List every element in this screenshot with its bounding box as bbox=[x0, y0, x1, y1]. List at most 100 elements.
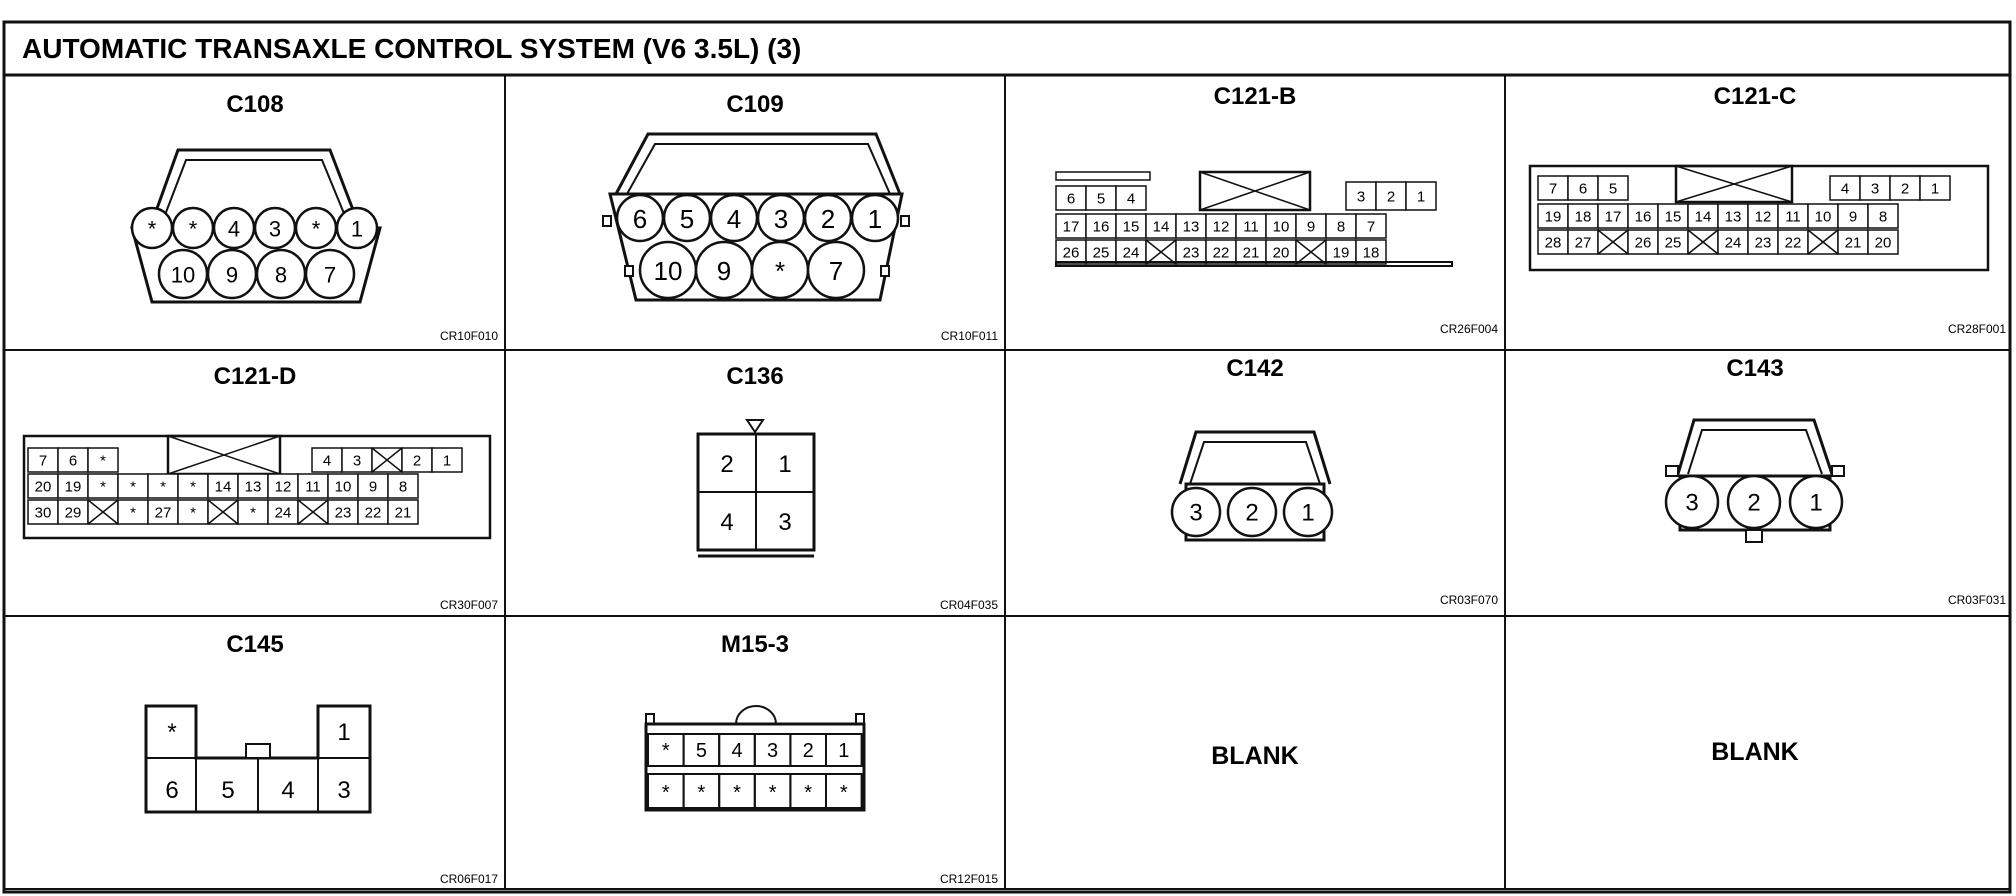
pin-label: 10 bbox=[654, 256, 683, 286]
pin-cavity bbox=[1115, 185, 1147, 211]
pin-cavity bbox=[1664, 474, 1720, 530]
pin-label: 22 bbox=[1213, 245, 1230, 262]
pin-label: 4 bbox=[727, 204, 741, 234]
pin-label: 29 bbox=[65, 505, 82, 522]
connector-title: C121-B bbox=[1214, 83, 1297, 110]
blocked-cavity-mark bbox=[207, 499, 239, 525]
pin-label: 15 bbox=[1665, 209, 1682, 226]
pin-label: 16 bbox=[1093, 219, 1110, 236]
pin-label: 18 bbox=[1575, 209, 1592, 226]
pin-label: 6 bbox=[1067, 191, 1075, 208]
latch-tab-left bbox=[602, 215, 612, 227]
page-title: AUTOMATIC TRANSAXLE CONTROL SYSTEM (V6 3… bbox=[22, 33, 801, 64]
pin-label: * bbox=[100, 453, 106, 470]
pin-cavity bbox=[57, 473, 89, 499]
pin-label: * bbox=[662, 740, 670, 762]
figure-code: CR03F031 bbox=[1948, 593, 2006, 607]
pin-cavity bbox=[1919, 175, 1951, 201]
pin-cavity bbox=[1627, 203, 1659, 229]
pin-label: 13 bbox=[1725, 209, 1742, 226]
connector-c145: C145 * 1 6 5 4 3 CR06F017 bbox=[144, 631, 498, 886]
pin-label: 11 bbox=[1243, 219, 1259, 236]
pin-label: 22 bbox=[365, 505, 382, 522]
pin-label: 9 bbox=[369, 479, 377, 496]
housing-base bbox=[1055, 261, 1453, 267]
pin-cavity bbox=[1597, 203, 1629, 229]
pin-cavity bbox=[1726, 474, 1782, 530]
pin-cavity bbox=[1115, 213, 1147, 239]
connector-title: C121-D bbox=[214, 363, 297, 390]
pin-label: 19 bbox=[1545, 209, 1562, 226]
pin-label: 14 bbox=[1153, 219, 1170, 236]
pin-label: 23 bbox=[1183, 245, 1200, 262]
pin-label: 20 bbox=[1875, 235, 1892, 252]
blocked-cavity-mark bbox=[1295, 239, 1327, 265]
pin-label: 2 bbox=[1245, 500, 1258, 527]
pin-cavity bbox=[57, 447, 89, 473]
pin-label: 5 bbox=[221, 777, 234, 804]
pin-label: * bbox=[100, 479, 106, 496]
pin-label: 3 bbox=[353, 453, 361, 470]
pin-label: * bbox=[160, 479, 166, 496]
figure-code: CR12F015 bbox=[940, 872, 998, 886]
figure-code: CR04F035 bbox=[940, 598, 998, 612]
pin-label: * bbox=[312, 217, 321, 242]
pin-label: 24 bbox=[1123, 245, 1140, 262]
pin-label: 6 bbox=[1579, 181, 1587, 198]
pin-label: 1 bbox=[1931, 181, 1939, 198]
pin-cavity bbox=[431, 447, 463, 473]
pin-label: 26 bbox=[1063, 245, 1080, 262]
pin-cavity bbox=[1235, 213, 1267, 239]
pin-label: 2 bbox=[1387, 189, 1395, 206]
pin-label: 2 bbox=[1901, 181, 1909, 198]
figure-code: CR28F001 bbox=[1948, 322, 2006, 336]
pin-label: 1 bbox=[443, 453, 451, 470]
latch-tab-left bbox=[1665, 465, 1679, 477]
pin-cavity bbox=[1085, 185, 1117, 211]
pin-label: 23 bbox=[1755, 235, 1772, 252]
pin-label: 8 bbox=[1337, 219, 1345, 236]
connector-title: C109 bbox=[726, 91, 783, 118]
connector-hood-inner bbox=[1189, 441, 1321, 485]
connector-title: C145 bbox=[226, 631, 283, 658]
connector-title: C143 bbox=[1726, 355, 1783, 382]
pin-cavity bbox=[327, 499, 359, 525]
pin-label: 5 bbox=[680, 204, 694, 234]
pin-label: 7 bbox=[1367, 219, 1375, 236]
pin-cavity bbox=[335, 206, 379, 250]
pin-label: 10 bbox=[1815, 209, 1832, 226]
connector-hood bbox=[148, 148, 362, 229]
pin-label: 4 bbox=[1841, 181, 1849, 198]
pin-cavity bbox=[1567, 229, 1599, 255]
pin-label: 19 bbox=[1333, 245, 1350, 262]
pin-label: 1 bbox=[838, 740, 849, 762]
pin-label: 21 bbox=[1243, 245, 1260, 262]
blocked-cavity-mark bbox=[1597, 229, 1629, 255]
pin-label: 4 bbox=[731, 740, 742, 762]
pin-label: 8 bbox=[399, 479, 407, 496]
pin-cavity bbox=[1355, 213, 1387, 239]
pin-cavity bbox=[341, 447, 373, 473]
blocked-cavity-mark bbox=[87, 499, 119, 525]
pin-cavity bbox=[1175, 239, 1207, 265]
pin-label: * bbox=[130, 479, 136, 496]
figure-code: CR10F011 bbox=[941, 329, 998, 343]
connector-hood bbox=[1178, 430, 1332, 485]
pin-label: 12 bbox=[275, 479, 292, 496]
pin-cavity bbox=[237, 499, 269, 525]
blocked-cavity-mark bbox=[1199, 171, 1311, 211]
pin-label: 3 bbox=[269, 217, 281, 242]
pin-cavity bbox=[87, 447, 119, 473]
connector-housing bbox=[608, 192, 904, 302]
pin-label: * bbox=[250, 505, 256, 522]
pin-label: 7 bbox=[829, 256, 843, 286]
pin-label: 4 bbox=[281, 777, 294, 804]
pin-label: 6 bbox=[165, 777, 178, 804]
pin-cavity bbox=[147, 473, 179, 499]
pin-label: 9 bbox=[1307, 219, 1315, 236]
pin-cavity bbox=[1145, 213, 1177, 239]
